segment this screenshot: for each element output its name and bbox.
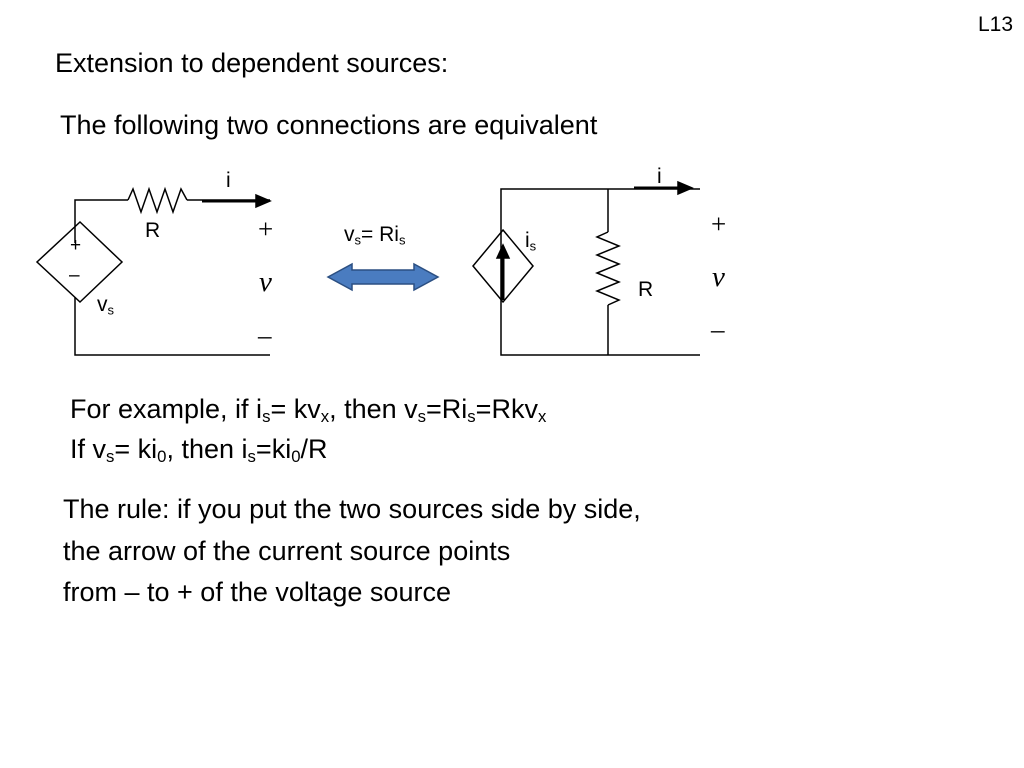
left-terminal-plus: + bbox=[258, 214, 274, 244]
subscript: s bbox=[106, 447, 115, 467]
subscript: s bbox=[467, 407, 476, 427]
right-current-arrowhead bbox=[677, 180, 694, 196]
text-run: = ki bbox=[114, 434, 158, 464]
dependent-current-source bbox=[472, 228, 534, 304]
text-run: , then i bbox=[166, 434, 248, 464]
left-current-label: i bbox=[226, 169, 231, 192]
left-top-wire bbox=[74, 199, 128, 243]
right-resistor-label: R bbox=[638, 278, 654, 301]
left-terminal-voltage: v bbox=[259, 266, 272, 298]
subscript: x bbox=[537, 407, 547, 427]
left-resistor bbox=[127, 186, 188, 215]
slide-subtitle: The following two connections are equiva… bbox=[60, 110, 598, 140]
text-run: =Rkv bbox=[475, 394, 538, 424]
right-terminal-plus: + bbox=[711, 209, 727, 239]
text-run: = kv bbox=[270, 394, 321, 424]
subscript: s bbox=[247, 447, 256, 467]
source-plus-sign: + bbox=[70, 235, 82, 256]
subscript: 0 bbox=[157, 447, 167, 467]
text-run: , then v bbox=[329, 394, 418, 424]
equivalence-double-arrow bbox=[326, 262, 440, 292]
current-source-arrowhead bbox=[495, 243, 511, 259]
text-run: For example, if i bbox=[70, 394, 263, 424]
right-circuit bbox=[472, 180, 700, 356]
right-outer-wire bbox=[500, 188, 700, 356]
rule-line-2: the arrow of the current source points bbox=[63, 536, 511, 566]
text-run: /R bbox=[300, 434, 328, 464]
left-terminal-minus: – bbox=[258, 320, 272, 350]
current-source-label: is bbox=[525, 229, 537, 254]
subscript: s bbox=[417, 407, 427, 427]
equivalence-relation: vs= Ris bbox=[344, 223, 406, 248]
slide-number: L13 bbox=[978, 13, 1014, 36]
example-line-2: If vs= ki0, then is=ki0/R bbox=[70, 434, 328, 467]
subscript: s bbox=[262, 407, 271, 427]
text-run: =Ri bbox=[426, 394, 468, 424]
slide-title: Extension to dependent sources: bbox=[55, 48, 449, 78]
subscript: x bbox=[320, 407, 330, 427]
voltage-source-label: vs bbox=[97, 293, 115, 318]
dependent-voltage-source bbox=[35, 220, 124, 304]
text-run: If v bbox=[70, 434, 107, 464]
left-current-arrowhead bbox=[255, 193, 272, 209]
right-current-label: i bbox=[657, 165, 662, 188]
left-bottom-wire bbox=[74, 297, 270, 356]
right-resistor bbox=[595, 231, 621, 306]
left-resistor-label: R bbox=[145, 219, 161, 242]
rule-line-1: The rule: if you put the two sources sid… bbox=[63, 494, 641, 524]
text-run: =ki bbox=[255, 434, 292, 464]
left-circuit bbox=[35, 186, 272, 356]
right-terminal-voltage: v bbox=[712, 261, 725, 293]
subscript: 0 bbox=[291, 447, 301, 467]
right-terminal-minus: – bbox=[711, 314, 725, 344]
rule-line-3: from – to + of the voltage source bbox=[63, 577, 451, 607]
example-line-1: For example, if is= kvx, then vs=Ris=Rkv… bbox=[70, 394, 547, 427]
source-minus-sign: – bbox=[69, 265, 80, 286]
